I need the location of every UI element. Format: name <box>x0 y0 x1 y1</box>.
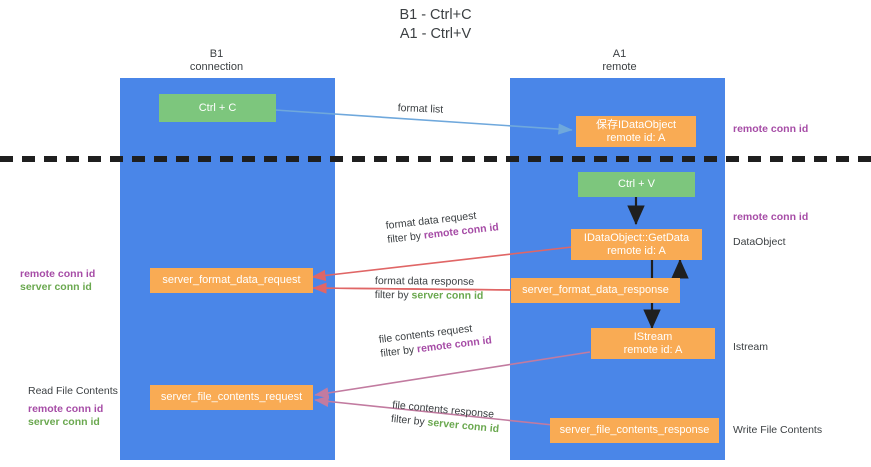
column-header-a1-name: A1 <box>612 48 627 60</box>
page-title: B1 - Ctrl+C A1 - Ctrl+V <box>0 6 871 44</box>
note-remote-conn-id-mid: remote conn id <box>733 211 808 224</box>
node-istream[interactable]: IStream remote id: A <box>591 328 715 359</box>
node-server-format-data-request[interactable]: server_format_data_request <box>150 268 313 293</box>
note-left-conn-ids-low: remote conn id server conn id <box>28 403 103 429</box>
note-remote-conn-id-top: remote conn id <box>733 123 808 136</box>
edge-label-format-data-response: format data response filter by server co… <box>375 274 484 303</box>
note-left-mid-server: server conn id <box>20 281 92 293</box>
note-left-mid-remote: remote conn id <box>20 268 96 280</box>
node-ctrl-c[interactable]: Ctrl + C <box>159 94 276 122</box>
node-istream-subtitle: remote id: A <box>623 343 683 356</box>
column-header-b1-name: B1 <box>209 48 224 60</box>
page-title-line1: B1 - Ctrl+C <box>399 7 472 23</box>
note-write-file-contents-text: Write File Contents <box>733 424 823 436</box>
edge-label-format-list: format list <box>397 101 444 117</box>
node-server-file-contents-response-label: server_file_contents_response <box>559 424 710 436</box>
edge-label-file-contents-response: file contents response filter by server … <box>390 398 501 436</box>
node-idataobject-title: 保存IDataObject <box>595 118 677 131</box>
note-left-low-server: server conn id <box>28 416 100 428</box>
note-write-file-contents: Write File Contents <box>733 424 822 437</box>
node-server-file-contents-request[interactable]: server_file_contents_request <box>150 385 313 410</box>
node-istream-title: IStream <box>633 330 673 343</box>
column-header-b1-sub: connection <box>189 61 244 73</box>
filter-key-2: server conn id <box>411 289 484 302</box>
node-server-file-contents-response[interactable]: server_file_contents_response <box>550 418 719 443</box>
node-idataobject[interactable]: 保存IDataObject remote id: A <box>576 116 696 147</box>
node-server-format-data-response[interactable]: server_format_data_response <box>511 278 680 303</box>
filter-prefix-4: filter by <box>390 412 429 429</box>
note-dataobject-text: DataObject <box>733 236 786 248</box>
filter-prefix-3: filter by <box>379 343 418 360</box>
node-server-format-data-request-label: server_format_data_request <box>162 274 301 286</box>
node-ctrl-c-label: Ctrl + C <box>198 101 237 114</box>
column-header-a1: A1 remote <box>557 48 682 74</box>
note-remote-conn-id-mid-text: remote conn id <box>733 211 809 223</box>
page-title-line2: A1 - Ctrl+V <box>399 26 472 42</box>
node-idataobject-subtitle: remote id: A <box>606 131 666 144</box>
note-read-file-contents-text: Read File Contents <box>28 385 118 397</box>
node-server-format-data-response-label: server_format_data_response <box>522 284 669 296</box>
node-server-file-contents-request-label: server_file_contents_request <box>160 391 303 403</box>
edge-label-format-data-response-text: format data response <box>374 274 475 288</box>
filter-prefix-1: filter by <box>386 229 425 246</box>
column-header-b1: B1 connection <box>154 48 279 74</box>
node-ctrl-v-label: Ctrl + V <box>618 178 655 190</box>
note-left-low-remote: remote conn id <box>28 403 104 415</box>
note-istream: Istream <box>733 341 768 354</box>
note-dataobject: DataObject <box>733 236 786 249</box>
edge-label-format-data-response-filter: filter by server conn id <box>375 288 484 303</box>
filter-prefix-2: filter by <box>374 288 412 302</box>
edge-label-format-list-text: format list <box>397 101 444 116</box>
node-getdata-title: IDataObject::GetData <box>583 231 690 244</box>
edge-label-file-contents-request: file contents request filter by remote c… <box>378 319 493 360</box>
note-read-file-contents: Read File Contents <box>28 385 118 398</box>
column-header-a1-sub: remote <box>602 61 637 73</box>
note-remote-conn-id-top-text: remote conn id <box>733 123 809 135</box>
node-getdata-subtitle: remote id: A <box>607 244 666 257</box>
node-idataobject-getdata[interactable]: IDataObject::GetData remote id: A <box>571 229 702 260</box>
node-ctrl-v[interactable]: Ctrl + V <box>578 172 695 197</box>
note-istream-text: Istream <box>733 341 769 353</box>
note-left-conn-ids-mid: remote conn id server conn id <box>20 268 95 294</box>
edge-label-format-data-request: format data request filter by remote con… <box>385 206 499 247</box>
